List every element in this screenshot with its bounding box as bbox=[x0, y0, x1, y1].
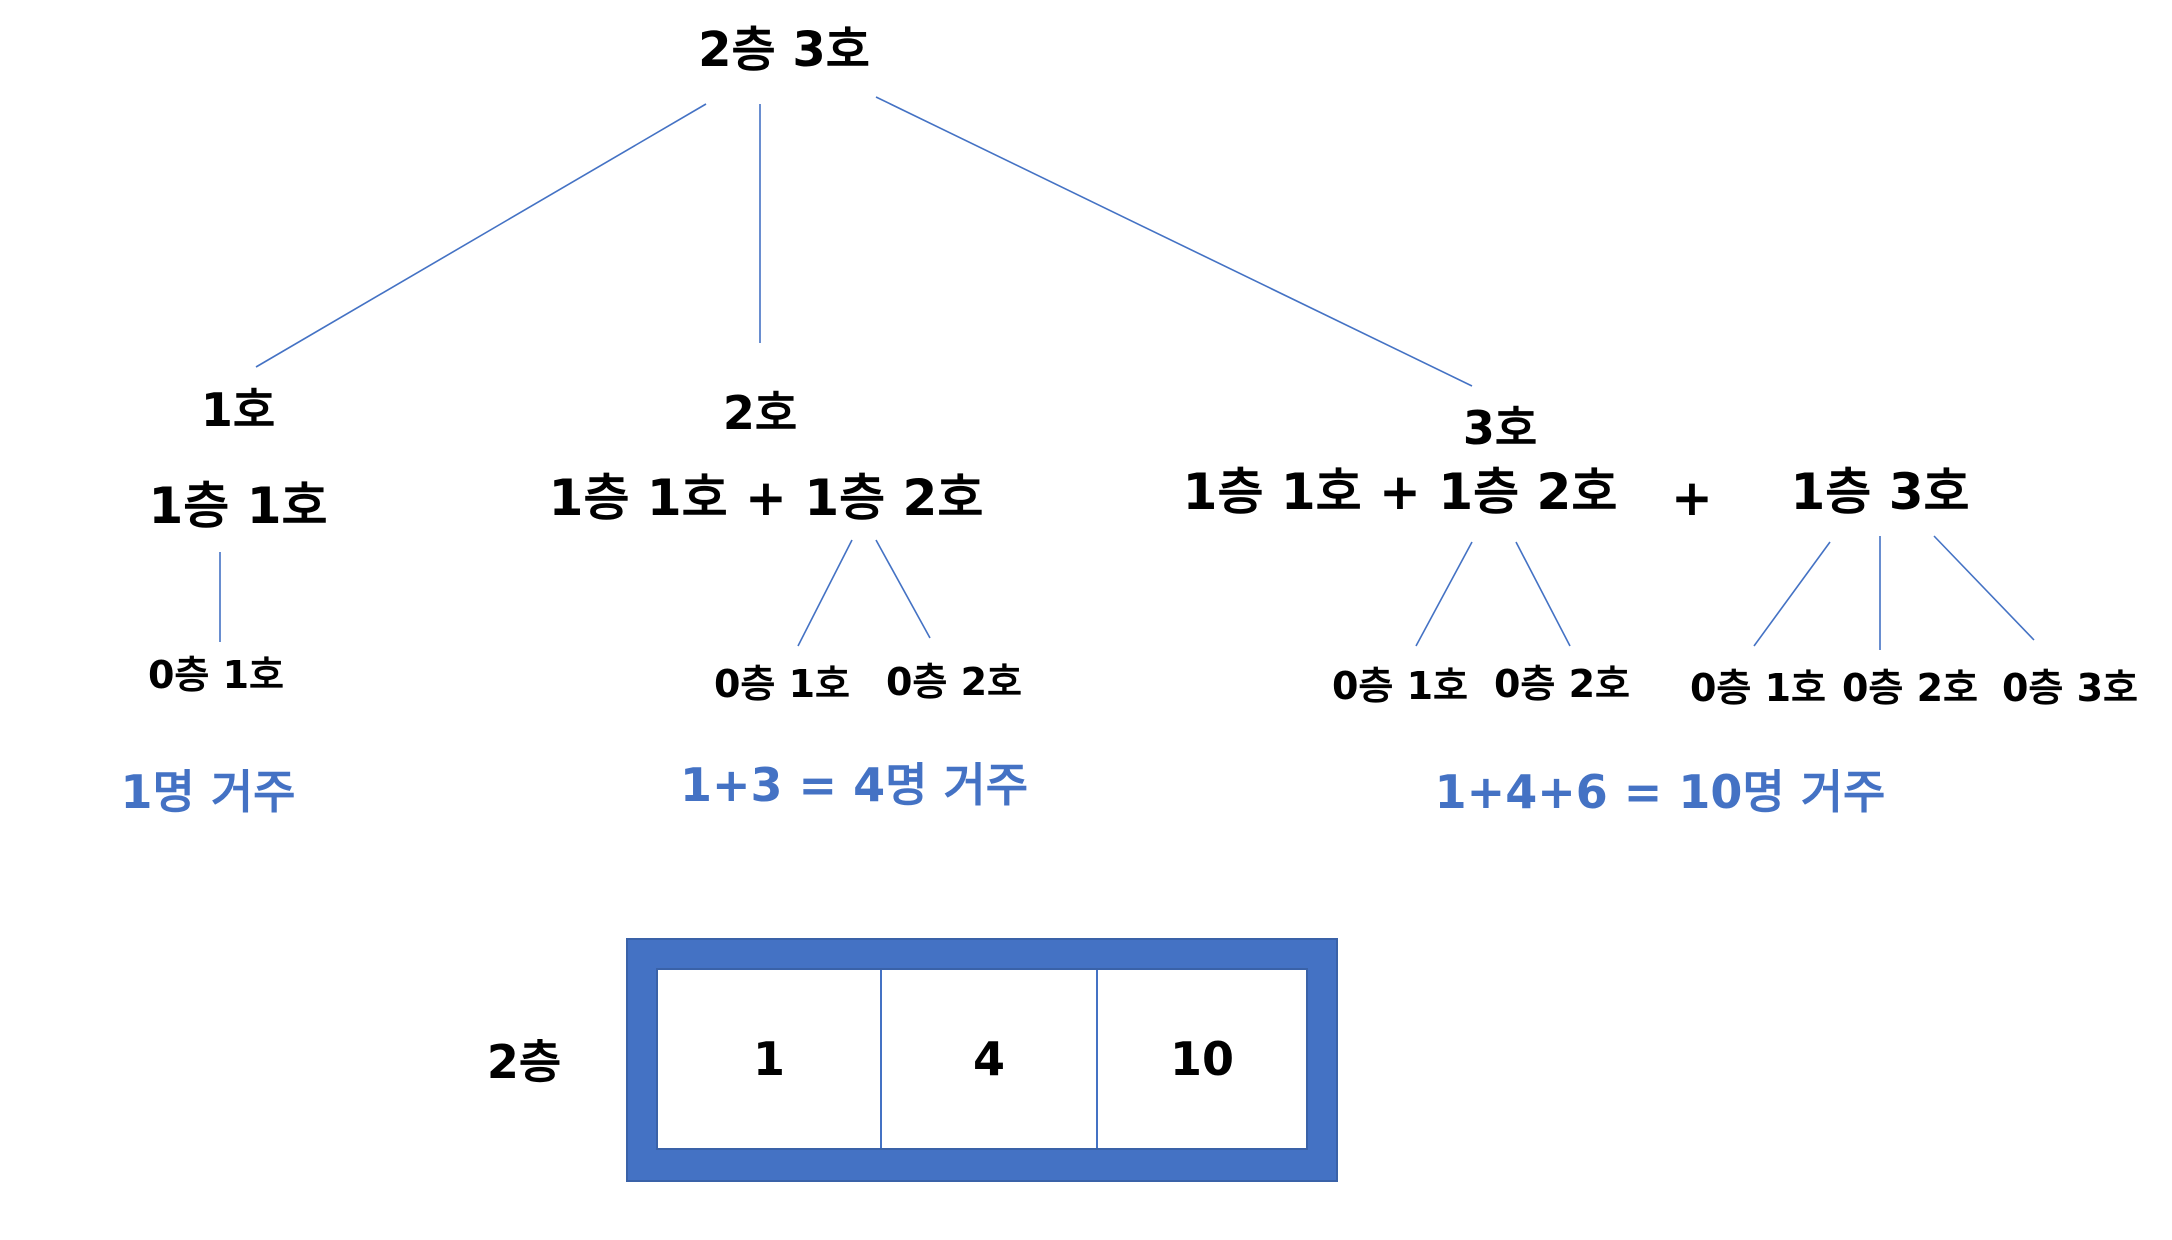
branch2-leaf-2: 0층 2호 bbox=[885, 660, 1023, 704]
branch2-resident-count: 1+3 = 4명 거주 bbox=[679, 758, 1029, 812]
branch2-leaf-1: 0층 1호 bbox=[713, 662, 851, 706]
floor-row-label: 2층 bbox=[486, 1035, 562, 1089]
branch3-resident-count: 1+4+6 = 10명 거주 bbox=[1434, 765, 1886, 819]
floor-cell-room1: 1 bbox=[658, 970, 882, 1148]
edge-room3a-to-leaf1 bbox=[1415, 541, 1473, 647]
edge-room3b-to-leaf3 bbox=[1933, 535, 2035, 641]
branch2-room-label: 2호 bbox=[722, 386, 798, 440]
branch3-plus-sign: + bbox=[1671, 469, 1713, 527]
floor-cell-room3: 10 bbox=[1169, 1032, 1234, 1086]
root-node-label: 2층 3호 bbox=[698, 22, 870, 78]
floor-table: 1 4 10 bbox=[626, 938, 1338, 1182]
branch3-right-leaf-3: 0층 3호 bbox=[2001, 666, 2139, 710]
branch1-expression: 1층 1호 bbox=[148, 477, 328, 535]
branch1-room-label: 1호 bbox=[200, 383, 276, 437]
edge-room2-to-leaf2 bbox=[875, 539, 931, 639]
branch1-leaf-1: 0층 1호 bbox=[147, 653, 285, 697]
branch3-room-label: 3호 bbox=[1462, 401, 1538, 455]
floor-table-row: 1 4 10 bbox=[656, 968, 1308, 1150]
edge-room2-to-leaf1 bbox=[797, 539, 853, 647]
edge-room3a-to-leaf2 bbox=[1515, 541, 1571, 647]
floor-cell-room2: 4 bbox=[882, 970, 1098, 1148]
branch3-left-leaf-1: 0층 1호 bbox=[1331, 664, 1469, 708]
edge-root-to-room1 bbox=[255, 103, 707, 368]
edge-root-to-room3 bbox=[875, 96, 1473, 387]
branch3-right-leaf-2: 0층 2호 bbox=[1841, 666, 1979, 710]
branch1-resident-count: 1명 거주 bbox=[120, 765, 296, 819]
branch3-expression-right: 1층 3호 bbox=[1790, 463, 1970, 521]
branch3-right-leaf-1: 0층 1호 bbox=[1689, 666, 1827, 710]
branch3-left-leaf-2: 0층 2호 bbox=[1493, 662, 1631, 706]
branch3-expression-left: 1층 1호 + 1층 2호 bbox=[1182, 463, 1618, 521]
branch2-expression: 1층 1호 + 1층 2호 bbox=[548, 469, 984, 527]
edge-room3b-to-leaf1 bbox=[1753, 541, 1831, 647]
